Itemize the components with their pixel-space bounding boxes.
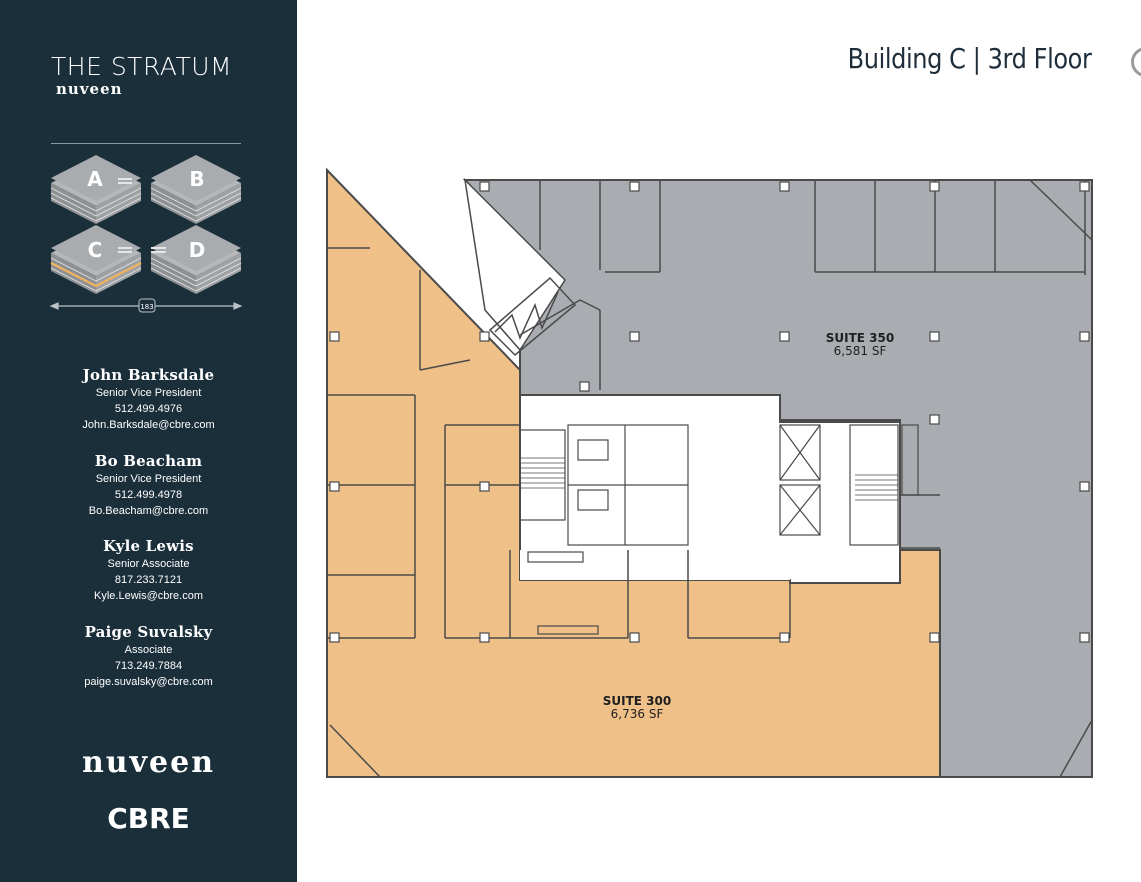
road-shield-icon — [138, 298, 156, 313]
contact-title: Senior Vice President — [95, 387, 202, 399]
building-c: C — [50, 225, 142, 294]
exterior-stair — [488, 276, 577, 357]
north-arrow-icon — [1131, 47, 1141, 77]
page-title: Building C | 3rd Floor — [847, 42, 1091, 75]
brand-title: THE STRATUM — [51, 52, 233, 81]
contact-title: Associate — [124, 644, 173, 656]
contact-card: Bo Beacham Senior Vice President 512.499… — [0, 452, 297, 537]
contact-list: John Barksdale Senior Vice President 512… — [0, 366, 297, 709]
building-d-label: D — [189, 238, 206, 262]
contact-card: Kyle Lewis Senior Associate 817.233.7121… — [0, 537, 297, 623]
suite-350-name: SUITE 350 — [826, 331, 894, 345]
contact-email[interactable]: Kyle.Lewis@cbre.com — [94, 590, 203, 602]
contact-phone[interactable]: 713.249.7884 — [114, 660, 183, 672]
divider — [51, 143, 241, 144]
floor-plan: SUITE 350 6,581 SF SUITE 300 6,736 SF — [326, 167, 1093, 778]
contact-phone[interactable]: 817.233.7121 — [114, 574, 183, 586]
suite-300-area-label: 6,736 SF — [611, 707, 664, 721]
suite-300-area[interactable] — [326, 167, 941, 778]
cbre-logo: CBRE — [107, 802, 190, 835]
contact-name: Kyle Lewis — [103, 537, 194, 555]
sidebar: THE STRATUM nuveen A B — [0, 0, 297, 882]
contact-name: Bo Beacham — [94, 452, 203, 470]
core-details — [519, 424, 919, 546]
contact-name: John Barksdale — [82, 366, 215, 384]
building-c-label: C — [88, 238, 103, 262]
building-a: A — [50, 155, 142, 224]
contact-title: Senior Vice President — [95, 473, 202, 485]
brand-subtitle: nuveen — [56, 80, 123, 98]
building-b-label: B — [189, 167, 204, 191]
road-label: 183 — [140, 303, 153, 311]
structural-columns — [329, 181, 1090, 643]
contact-email[interactable]: John.Barksdale@cbre.com — [82, 419, 215, 431]
contact-phone[interactable]: 512.499.4978 — [114, 489, 183, 501]
nuveen-logo: nuveen — [81, 745, 216, 780]
building-a-label: A — [87, 167, 103, 191]
contact-title: Senior Associate — [107, 558, 190, 570]
suite-350-area-label: 6,581 SF — [834, 344, 887, 358]
contact-email[interactable]: paige.suvalsky@cbre.com — [84, 676, 213, 688]
suite-300-name: SUITE 300 — [603, 694, 671, 708]
contact-name: Paige Suvalsky — [84, 623, 213, 641]
contact-email[interactable]: Bo.Beacham@cbre.com — [88, 505, 209, 517]
building-b: B — [150, 155, 242, 224]
building-d: D — [150, 225, 242, 294]
contact-phone[interactable]: 512.499.4976 — [114, 403, 183, 415]
contact-card: Paige Suvalsky Associate 713.249.7884 pa… — [0, 623, 297, 709]
building-key-map: A B C D — [49, 155, 243, 313]
contact-card: John Barksdale Senior Vice President 512… — [0, 366, 297, 452]
